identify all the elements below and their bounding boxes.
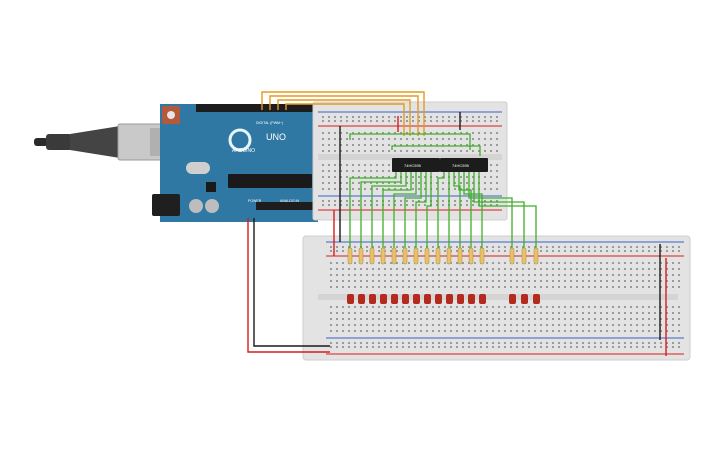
resistor <box>479 247 485 265</box>
output-wire <box>415 172 427 252</box>
led <box>533 294 540 304</box>
led <box>446 294 453 304</box>
output-wire <box>349 172 397 252</box>
chip-2-label: 74HC595 <box>452 163 470 168</box>
led-array <box>347 294 540 304</box>
led <box>358 294 365 304</box>
led <box>479 294 486 304</box>
led <box>521 294 528 304</box>
output-wire <box>463 172 483 252</box>
output-wire <box>393 172 417 252</box>
resistor <box>380 247 386 265</box>
chip-1-label: 74HC595 <box>404 163 422 168</box>
output-wire <box>478 172 537 252</box>
resistor <box>533 247 539 265</box>
output-wire <box>371 172 407 252</box>
output-wire <box>468 172 513 252</box>
output-wire <box>404 172 422 252</box>
arduino-brand-label: ARDUINO <box>232 148 255 154</box>
resistor <box>391 247 397 265</box>
led <box>380 294 387 304</box>
led <box>402 294 409 304</box>
led <box>391 294 398 304</box>
resistor <box>457 247 463 265</box>
output-wire <box>458 172 472 252</box>
led <box>369 294 376 304</box>
resistor <box>358 247 364 265</box>
resistor <box>369 247 375 265</box>
output-wire <box>382 172 412 252</box>
resistor <box>446 247 452 265</box>
resistor-array <box>347 247 539 265</box>
breadboard-large-holes <box>330 246 680 348</box>
output-wire <box>426 172 432 252</box>
clock-wire <box>349 133 471 150</box>
led <box>424 294 431 304</box>
control-wires <box>261 91 425 136</box>
breadboard-small-holes <box>322 116 498 206</box>
output-wire <box>473 172 525 252</box>
resistor <box>509 247 515 265</box>
usb-cable <box>34 123 170 161</box>
led <box>435 294 442 304</box>
arduino-board: ARDUINO UNO DIGITAL (PWM~) POWER ANALOG … <box>152 104 322 222</box>
shift-register-chip-1: 74HC595 <box>392 158 440 172</box>
resistor <box>347 247 353 265</box>
output-wire <box>453 172 461 252</box>
resistor <box>424 247 430 265</box>
resistor <box>402 247 408 265</box>
arduino-model-label: UNO <box>266 132 286 142</box>
led <box>468 294 475 304</box>
output-wire <box>360 172 402 252</box>
led <box>509 294 516 304</box>
shift-register-chip-2: 74HC595 <box>440 158 488 172</box>
digital-pins-label: DIGITAL (PWM~) <box>256 121 283 125</box>
power-pins-label: POWER <box>248 199 262 203</box>
analog-pins-label: ANALOG IN <box>280 199 300 203</box>
resistor <box>413 247 419 265</box>
output-wires <box>349 133 537 252</box>
led <box>457 294 464 304</box>
resistor <box>521 247 527 265</box>
breadboard-large <box>302 235 691 361</box>
led <box>413 294 420 304</box>
power-wires <box>247 112 667 356</box>
resistor <box>435 247 441 265</box>
output-wire <box>437 172 445 252</box>
led <box>347 294 354 304</box>
resistor <box>468 247 474 265</box>
latch-wire <box>391 145 481 156</box>
